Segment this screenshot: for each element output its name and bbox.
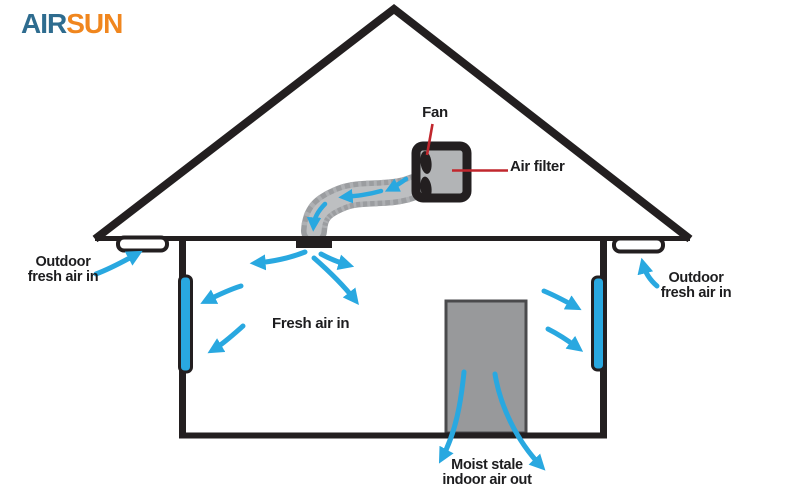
airflow-arrow-soffit-left xyxy=(93,250,143,277)
outdoor-right-line2: fresh air in xyxy=(660,285,732,302)
airflow-arrow-diffuser-right xyxy=(318,251,355,271)
airflow-arrows xyxy=(93,176,660,471)
airflow-arrow-door-out-right xyxy=(492,371,546,471)
fresh-air-in-label: Fresh air in xyxy=(272,315,350,332)
outdoor-left-line2: fresh air in xyxy=(27,269,99,286)
wall-vent-left xyxy=(178,274,193,374)
outdoor-fresh-air-right-label: Outdoor fresh air in xyxy=(641,270,751,302)
fan-blades-icon xyxy=(420,151,432,200)
airflow-arrow-diffuser-left xyxy=(249,249,308,271)
moist-stale-air-label: Moist stale indoor air out xyxy=(424,457,550,489)
outdoor-right-line1: Outdoor xyxy=(668,270,724,286)
airflow-arrow-duct-2 xyxy=(338,188,384,204)
airflow-arrow-door-out-left xyxy=(438,369,467,464)
fan-blade-bottom xyxy=(420,176,432,200)
fan-blade-top xyxy=(420,151,432,174)
airflow-arrow-to-right-vent-2 xyxy=(545,326,584,352)
airflow-arrow-to-left-vent-2 xyxy=(207,323,246,354)
stale-out-line1: Moist stale xyxy=(451,457,523,473)
ceiling-diffuser xyxy=(296,236,332,248)
fan-label: Fan xyxy=(422,104,448,121)
soffit-vent-right xyxy=(612,236,665,254)
airflow-arrow-to-right-vent-1 xyxy=(541,288,582,311)
airflow-arrow-duct-1 xyxy=(384,176,409,192)
logo-air-text: AIR xyxy=(21,8,67,39)
outdoor-left-line1: Outdoor xyxy=(35,254,91,270)
soffit-vent-left xyxy=(116,235,169,253)
roof-outline xyxy=(92,3,693,243)
airsun-logo: AIRSUN xyxy=(21,8,123,40)
airflow-arrow-duct-3 xyxy=(306,201,328,232)
stale-out-line2: indoor air out xyxy=(442,472,532,489)
airflow-arrow-to-left-vent-1 xyxy=(200,283,244,304)
logo-sun-text: SUN xyxy=(66,8,123,39)
wall-vent-right xyxy=(591,275,606,372)
outdoor-fresh-air-left-label: Outdoor fresh air in xyxy=(8,254,118,286)
fan-leader-line xyxy=(425,123,434,156)
air-filter-label: Air filter xyxy=(510,158,565,175)
airflow-arrow-soffit-right xyxy=(637,257,660,289)
airflow-arrow-diffuser-downright xyxy=(311,255,359,306)
